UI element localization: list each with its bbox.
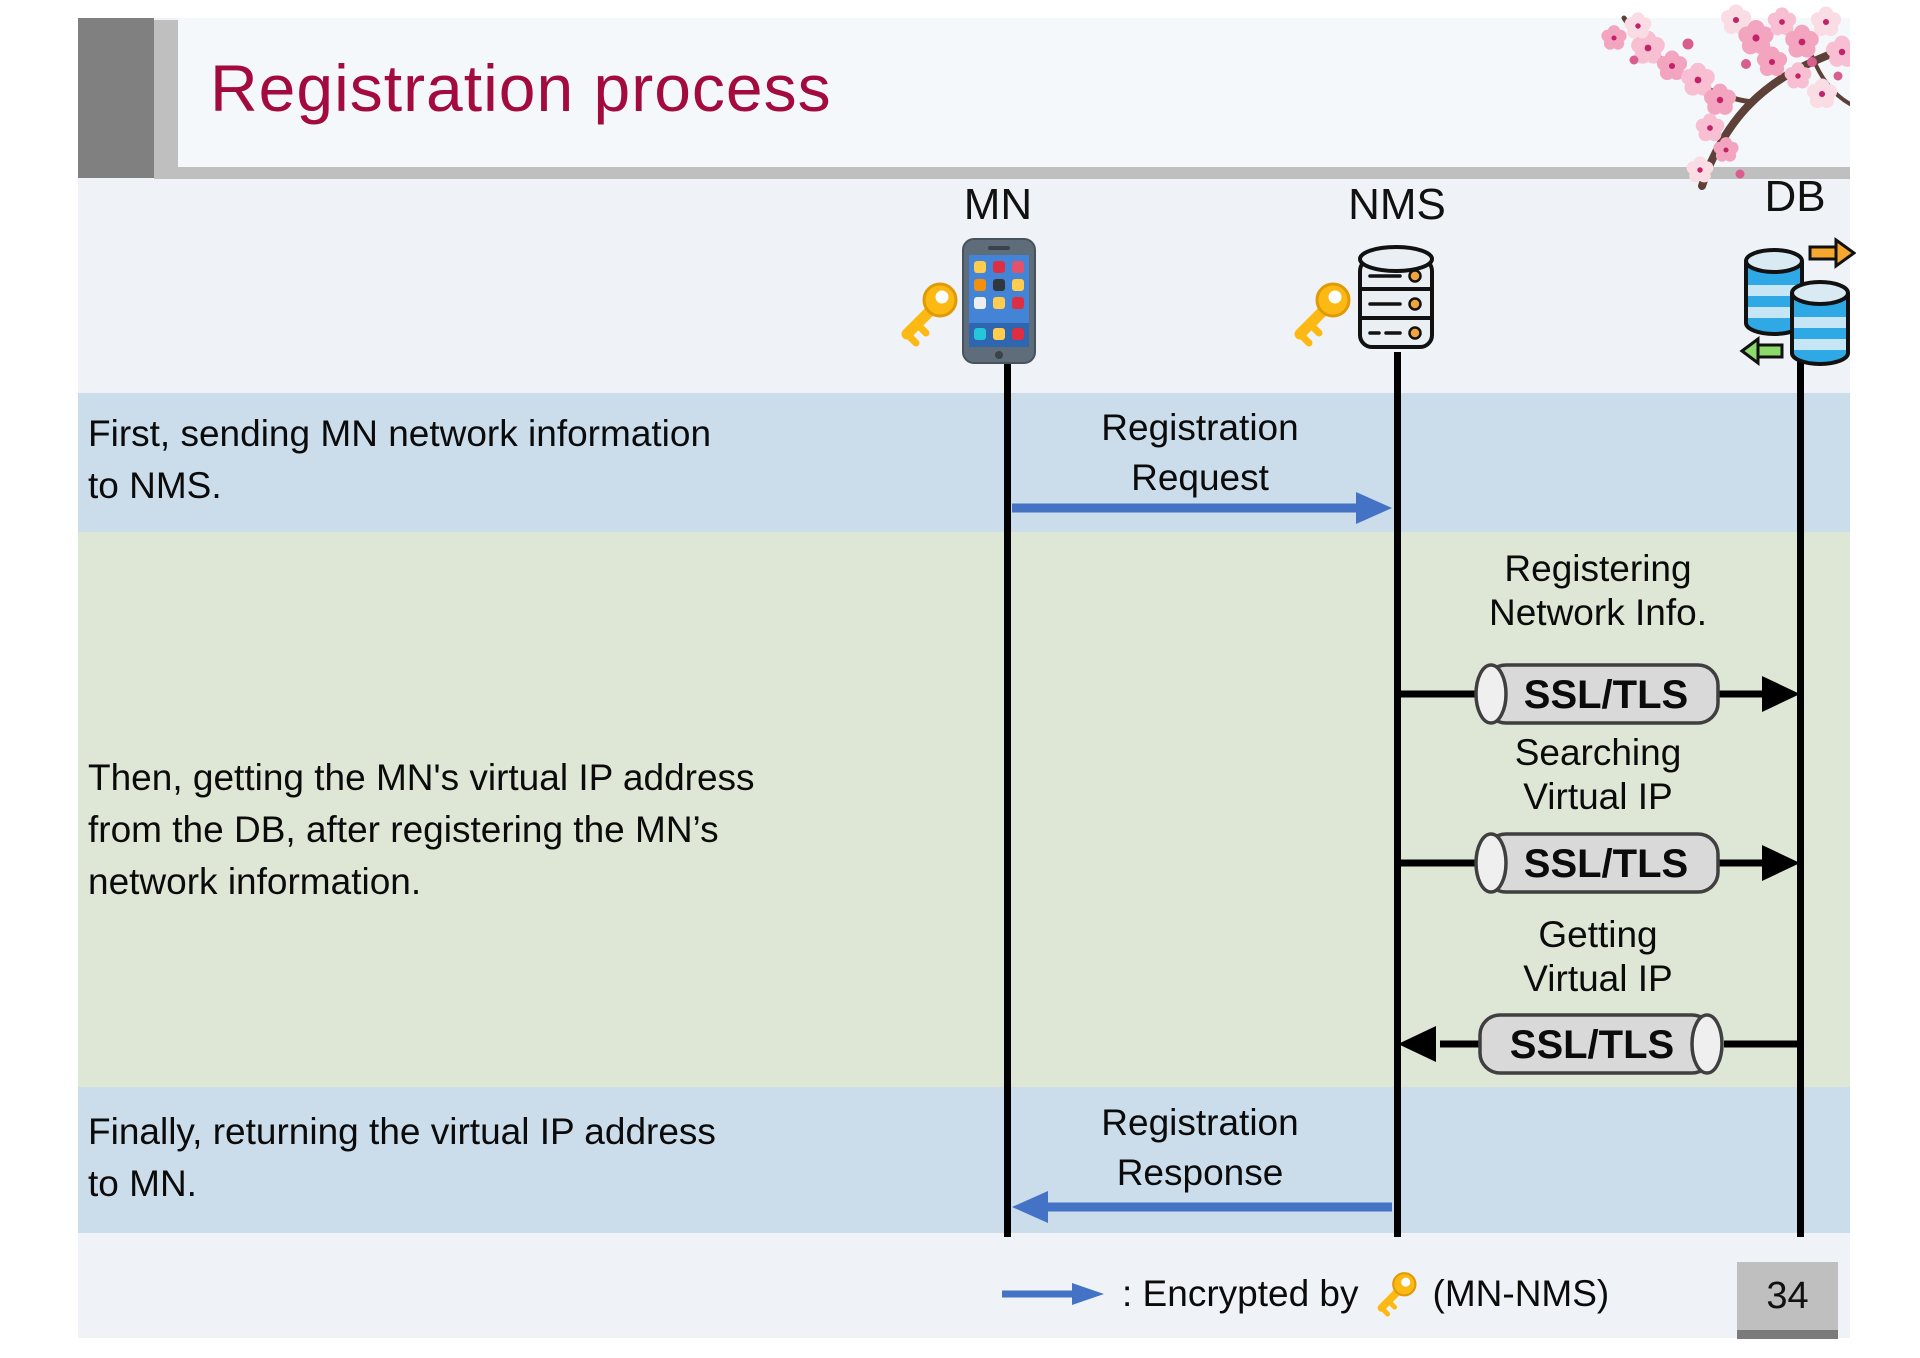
database-icon [1739, 237, 1856, 366]
key-icon [1377, 1272, 1417, 1317]
step-band-3 [78, 1087, 1850, 1233]
ssl-tls-label: SSL/TLS [1524, 673, 1688, 717]
key-icon [1294, 282, 1351, 347]
page-number-box: 34 [1737, 1262, 1838, 1339]
title-decoration-strip-horizontal [154, 167, 1850, 179]
cherry-blossom-image [1601, 4, 1850, 190]
server-icon [1358, 245, 1434, 349]
encrypted-arrow-right [1012, 492, 1392, 524]
message-label-registration-request: Registration Request [1101, 407, 1299, 498]
operation-label-searching-virtual-ip: Searching Virtual IP [1514, 732, 1682, 817]
title-panel [178, 18, 1850, 167]
lifeline-mn [1004, 360, 1011, 1237]
ssl-tls-tunnel-to-nms: SSL/TLS [1398, 1013, 1801, 1075]
actor-label-mn: MN [963, 180, 1033, 229]
encrypted-arrow-legend-icon [1002, 1283, 1104, 1305]
legend: : Encrypted by (MN-NMS) [998, 1268, 1609, 1320]
step-band-1 [78, 393, 1850, 532]
lifeline-db [1797, 355, 1804, 1237]
ssl-tls-label: SSL/TLS [1524, 842, 1688, 886]
actor-label-db: DB [1764, 172, 1826, 221]
ssl-tls-tunnel-to-db: SSL/TLS [1397, 663, 1800, 725]
step-band-2 [78, 532, 1850, 1087]
page-number: 34 [1766, 1274, 1809, 1317]
page-number-box-main: 34 [1737, 1262, 1838, 1330]
page-number-box-shadow [1737, 1330, 1838, 1339]
title-decoration-block [78, 18, 154, 178]
operation-label-registering-network-info: Registering Network Info. [1489, 548, 1707, 633]
lifeline-nms [1394, 352, 1401, 1237]
step-description-3: Finally, returning the virtual IP addres… [88, 1111, 716, 1204]
page-title: Registration process [210, 51, 832, 125]
ssl-tls-tunnel-to-db: SSL/TLS [1397, 832, 1800, 894]
message-label-registration-response: Registration Response [1101, 1102, 1299, 1193]
key-icon [901, 282, 958, 347]
operation-label-getting-virtual-ip: Getting Virtual IP [1523, 914, 1673, 999]
legend-label: : Encrypted by [1122, 1273, 1359, 1314]
encrypted-arrow-left [1012, 1191, 1392, 1223]
step-description-1: First, sending MN network information to… [88, 413, 712, 506]
actor-label-nms: NMS [1348, 180, 1446, 229]
legend-scope: (MN-NMS) [1432, 1273, 1610, 1314]
ssl-tls-label: SSL/TLS [1510, 1023, 1674, 1067]
title-decoration-strip-vertical [154, 20, 178, 178]
smartphone-icon [962, 238, 1036, 364]
step-description-2: Then, getting the MN's virtual IP addres… [88, 757, 755, 902]
